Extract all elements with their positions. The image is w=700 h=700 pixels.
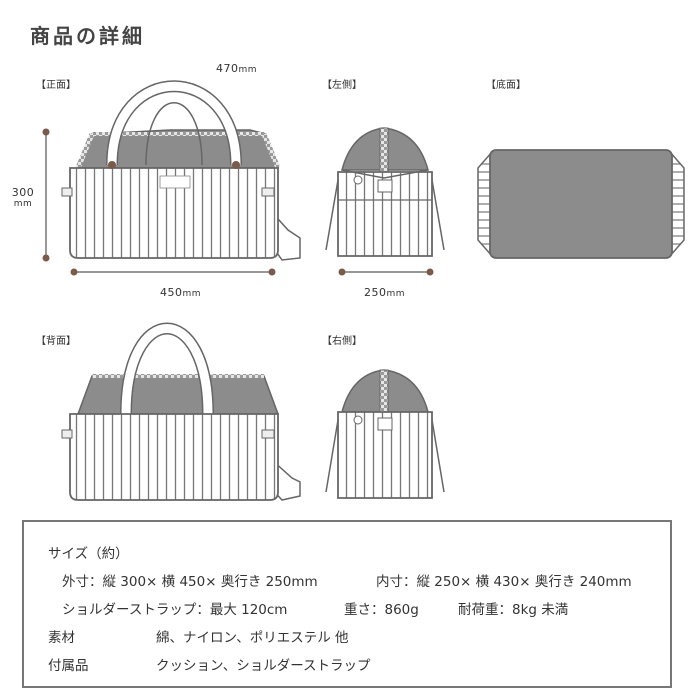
page-title: 商品の詳細 [30, 24, 145, 48]
back-view [61, 322, 301, 501]
dim-depth: 250mm [364, 286, 406, 299]
spec-material-value: 綿、ナイロン、ポリエステル 他 [156, 630, 349, 646]
left-view [325, 127, 445, 257]
label-left: 【左側】 [322, 80, 362, 91]
spec-outer: 外寸：縦 300× 横 450× 奥行き 250mm [62, 574, 318, 590]
spec-accessories-label: 付属品 [48, 658, 89, 674]
label-front: 【正面】 [36, 80, 76, 91]
spec-weight: 重さ：860g [344, 602, 419, 618]
dim-handle: 470mm [216, 62, 258, 75]
spec-strap: ショルダーストラップ：最大 120cm [62, 602, 288, 618]
dim-width: 450mm [160, 286, 202, 299]
spec-box: サイズ（約） 外寸：縦 300× 横 450× 奥行き 250mm 内寸：縦 2… [22, 520, 672, 688]
bottom-view [477, 149, 685, 259]
spec-inner: 内寸：縦 250× 横 430× 奥行き 240mm [376, 574, 632, 590]
front-dimension-lines [42, 128, 434, 276]
spec-material-label: 素材 [48, 630, 75, 646]
right-view [325, 369, 445, 499]
spec-accessories-value: クッション、ショルダーストラップ [156, 658, 371, 674]
label-back: 【背面】 [36, 336, 76, 347]
spec-load: 耐荷重：8kg 未満 [458, 602, 569, 618]
spec-size-heading: サイズ（約） [48, 546, 129, 562]
label-bottom: 【底面】 [486, 80, 526, 91]
label-right: 【右側】 [322, 336, 362, 347]
bag-diagram [42, 80, 685, 501]
front-view [61, 80, 301, 261]
